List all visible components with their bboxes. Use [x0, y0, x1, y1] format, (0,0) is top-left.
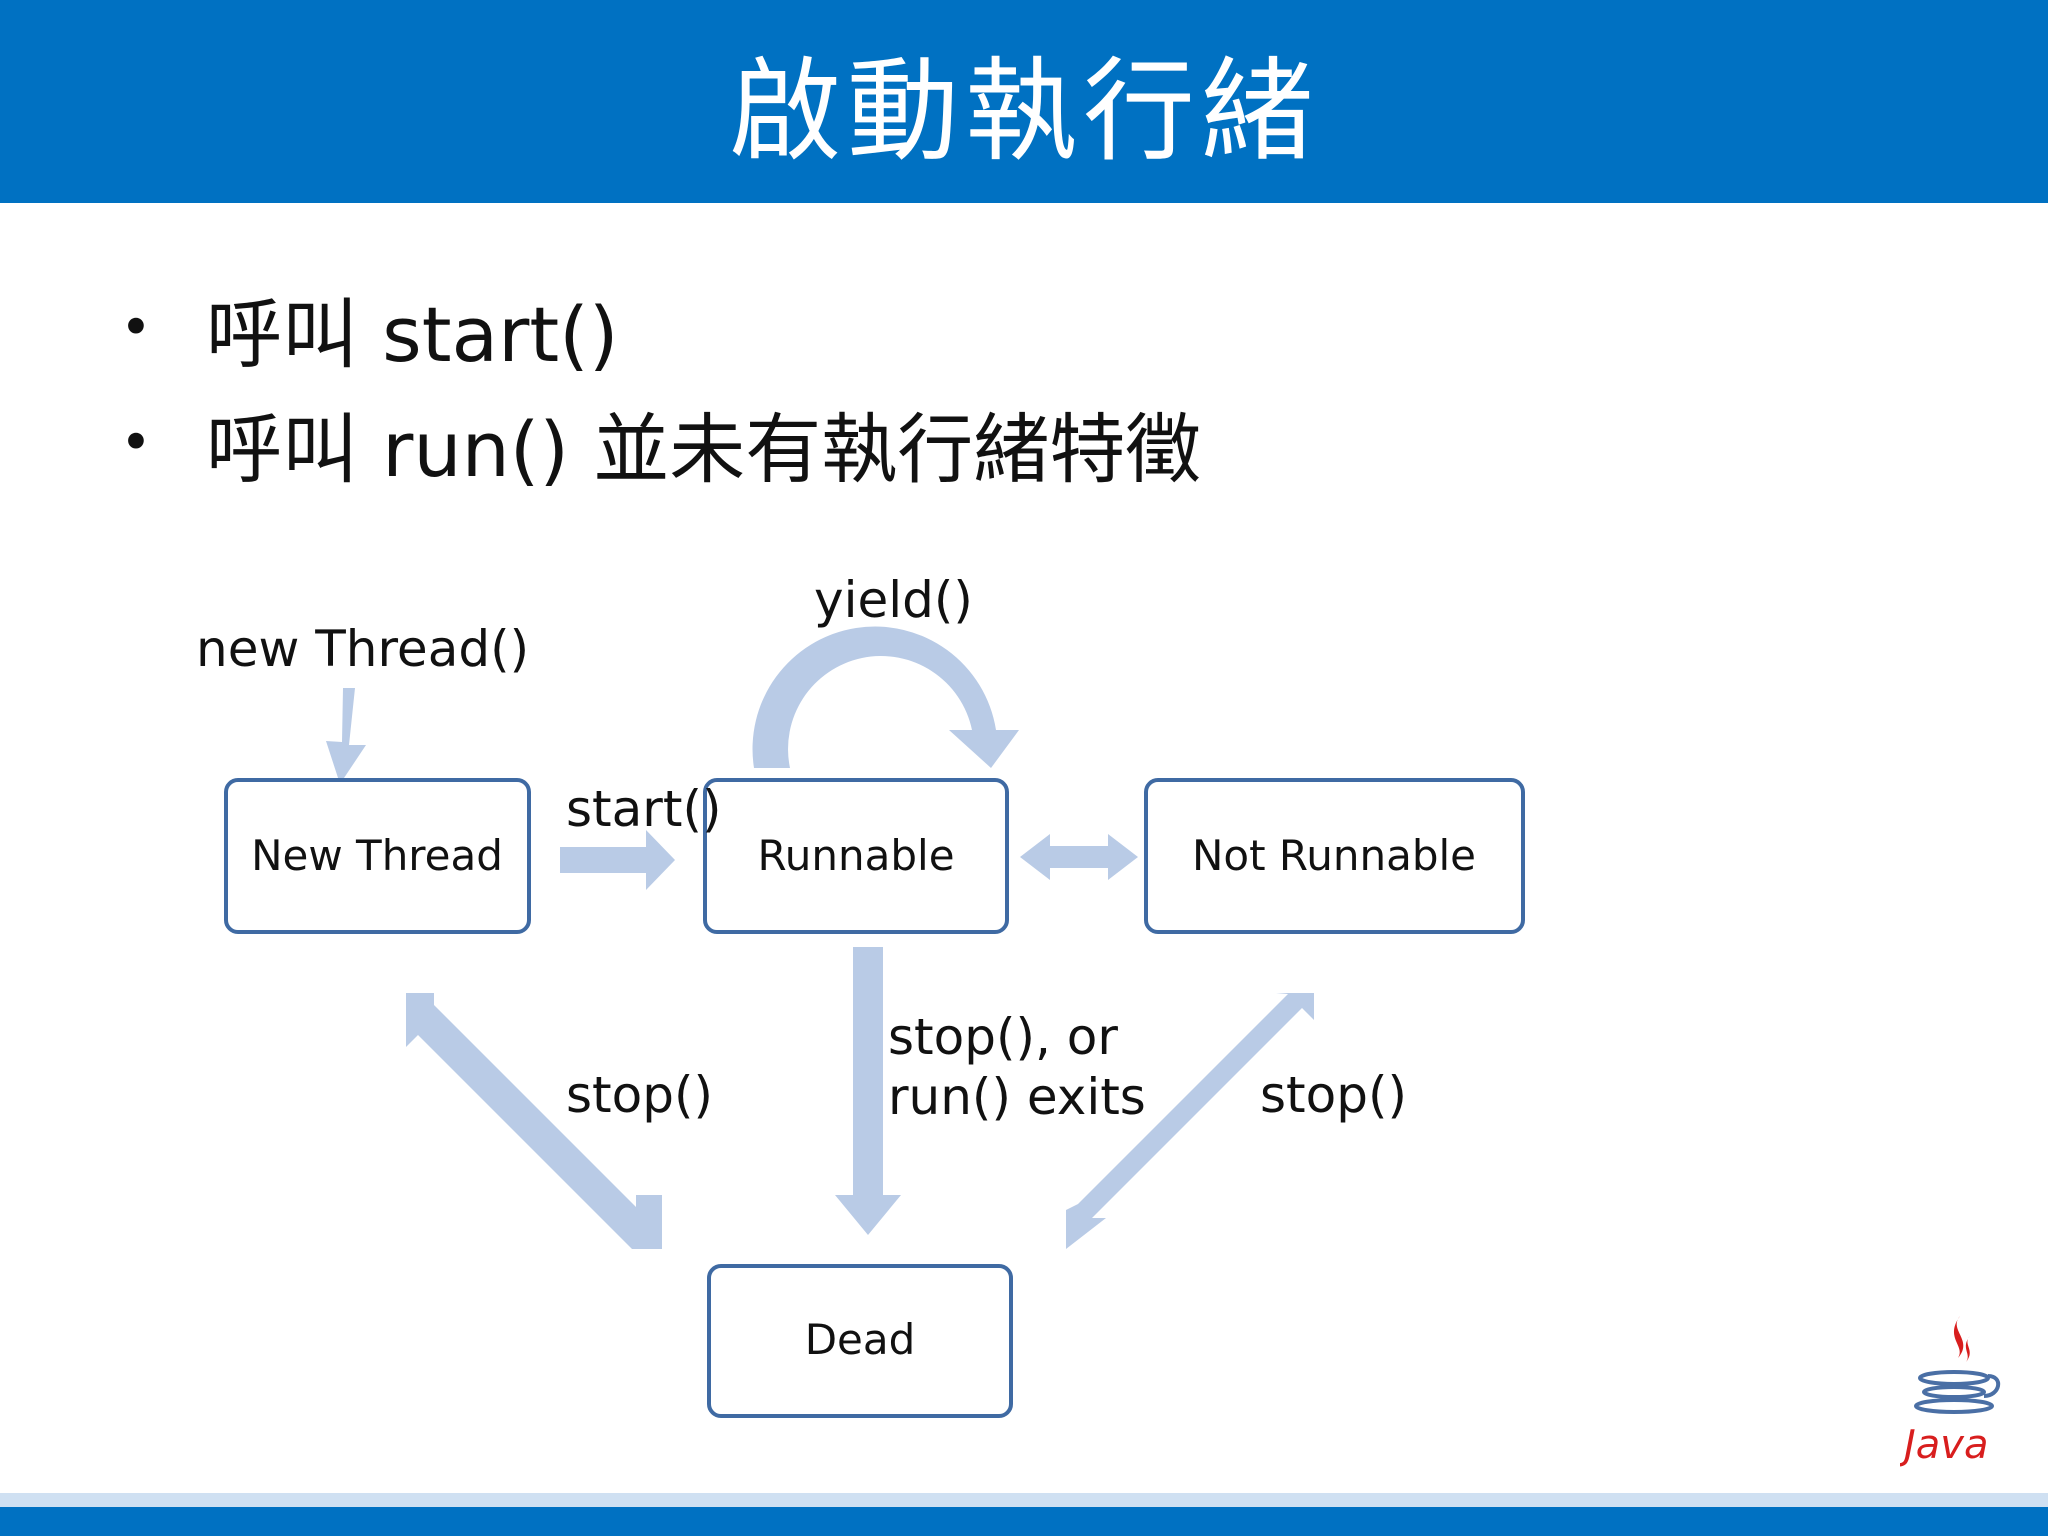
yield-arrow — [752, 626, 1019, 768]
bullet-text: 呼叫 start() — [206, 289, 619, 379]
state-runnable — [703, 778, 1009, 934]
footer-stripe-light — [0, 1493, 2048, 1507]
bullet-text: 呼叫 run() 並未有執行緒特徵 — [206, 404, 1202, 494]
state-runnable-label: Runnable — [757, 831, 954, 880]
state-dead — [707, 1264, 1013, 1418]
stop-or-exit-label-line1: stop(), or — [888, 1008, 1118, 1066]
bullet-dot-icon: • — [120, 411, 152, 474]
stop-or-exit-label-line2: run() exits — [888, 1068, 1146, 1126]
new-thread-call-label: new Thread() — [196, 620, 529, 678]
java-logo-text: Java — [1900, 1422, 1989, 1468]
state-not-runnable — [1144, 778, 1525, 934]
new-thread-dead-arrow — [406, 993, 662, 1249]
title-bar: 啟動執行緒 — [0, 0, 2048, 203]
start-arrow — [560, 830, 675, 890]
java-logo: Java — [1900, 1316, 2000, 1468]
runnable-not-runnable-arrow — [1020, 834, 1138, 880]
stop-right-label: stop() — [1260, 1066, 1407, 1124]
state-new-thread-label: New Thread — [251, 831, 503, 880]
not-runnable-dead-arrow — [1066, 993, 1314, 1249]
slide-title: 啟動執行緒 — [729, 46, 1319, 177]
stop-left-label: stop() — [566, 1066, 713, 1124]
bullet-dot-icon: • — [120, 296, 152, 359]
bullet-list: • 呼叫 start() • 呼叫 run() 並未有執行緒特徵 — [120, 270, 1201, 500]
yield-label: yield() — [814, 571, 973, 629]
state-dead-label: Dead — [805, 1315, 916, 1364]
java-coffee-cup-icon — [1914, 1316, 2000, 1414]
new-thread-arrow — [326, 688, 366, 784]
state-not-runnable-label: Not Runnable — [1192, 831, 1476, 880]
bullet-item: • 呼叫 run() 並未有執行緒特徵 — [120, 385, 1201, 500]
footer-stripe — [0, 1507, 2048, 1536]
state-new-thread — [224, 778, 531, 934]
start-label: start() — [566, 780, 721, 838]
runnable-dead-arrow — [835, 947, 901, 1235]
bullet-item: • 呼叫 start() — [120, 270, 1201, 385]
